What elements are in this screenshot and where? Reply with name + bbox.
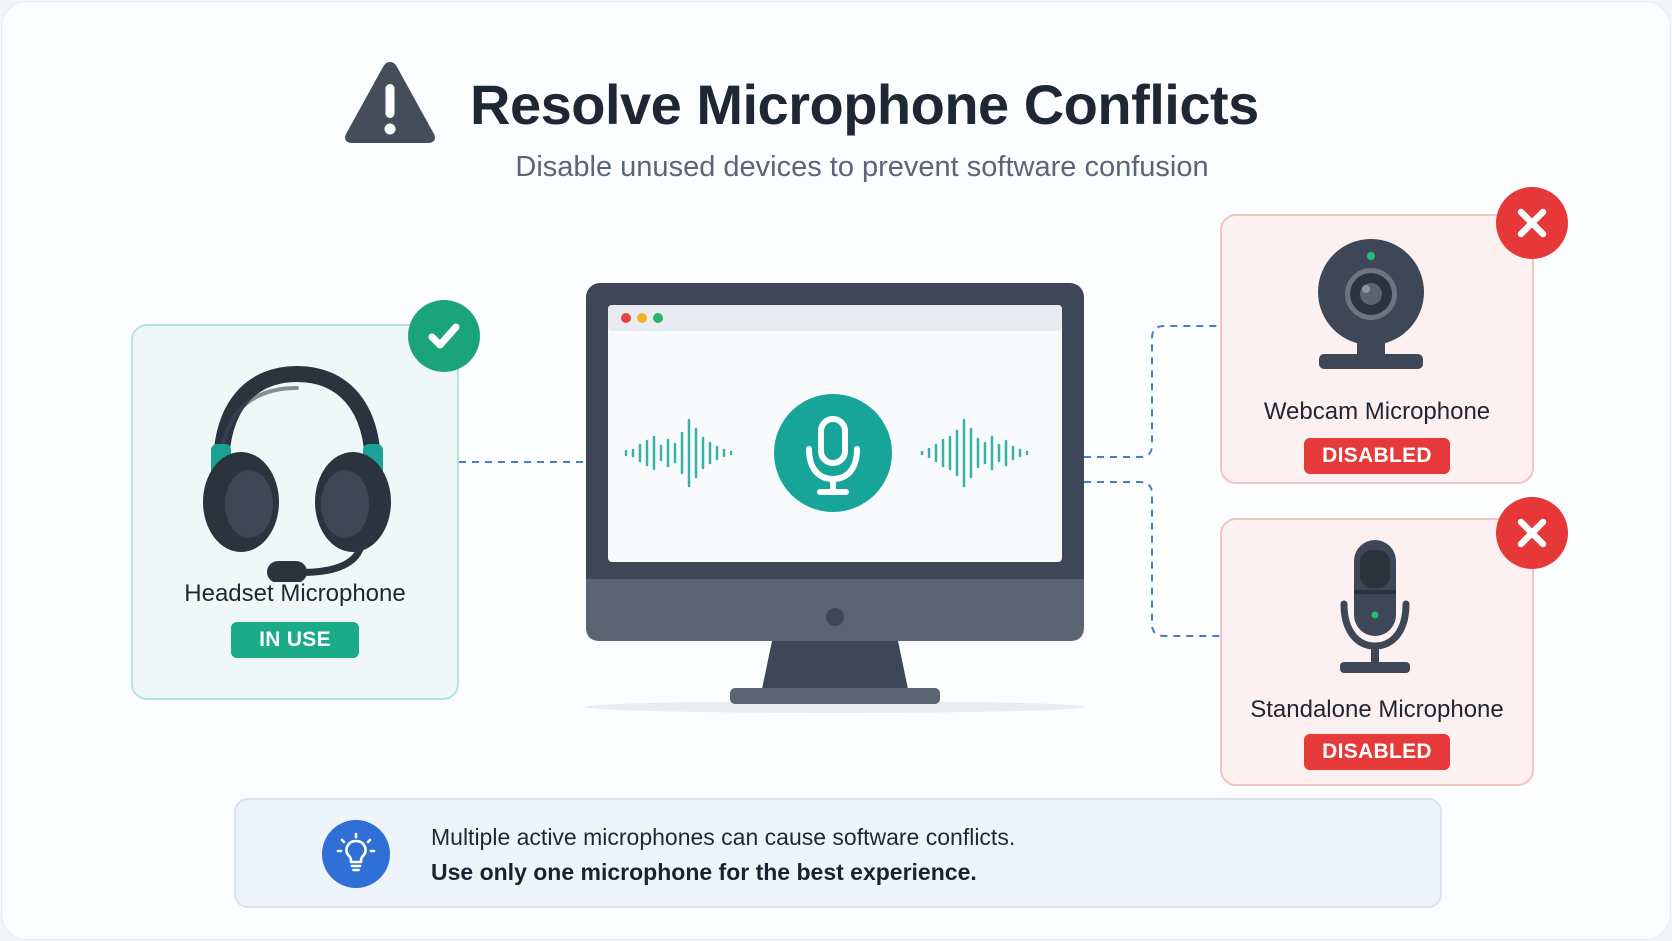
device-label: Headset Microphone (184, 580, 406, 607)
headset-icon (203, 365, 391, 582)
webcam-microphone-card[interactable]: Webcam Microphone DISABLED (1220, 214, 1534, 484)
warning-icon (345, 62, 435, 143)
headset-microphone-card[interactable]: Headset Microphone IN USE (131, 324, 459, 700)
checkmark-icon (408, 300, 480, 372)
device-label: Webcam Microphone (1263, 398, 1491, 425)
close-icon (1496, 497, 1568, 569)
tip-message: Multiple active microphones can cause so… (431, 824, 1016, 850)
page-title: Resolve Microphone Conflicts (470, 73, 1259, 136)
status-badge: DISABLED (1304, 734, 1450, 770)
tip-banner: Multiple active microphones can cause so… (234, 798, 1442, 908)
webcam-icon (1318, 239, 1424, 369)
close-icon (1496, 187, 1568, 259)
microphone-icon (1340, 540, 1410, 673)
page-subtitle: Disable unused devices to prevent softwa… (515, 151, 1209, 183)
lightbulb-icon (322, 820, 390, 888)
tip-recommendation: Use only one microphone for the best exp… (431, 859, 977, 885)
status-badge: DISABLED (1304, 438, 1450, 474)
device-label: Standalone Microphone (1250, 696, 1504, 723)
status-badge: IN USE (231, 622, 359, 658)
monitor-icon (586, 283, 1084, 713)
standalone-microphone-card[interactable]: Standalone Microphone DISABLED (1220, 518, 1534, 786)
